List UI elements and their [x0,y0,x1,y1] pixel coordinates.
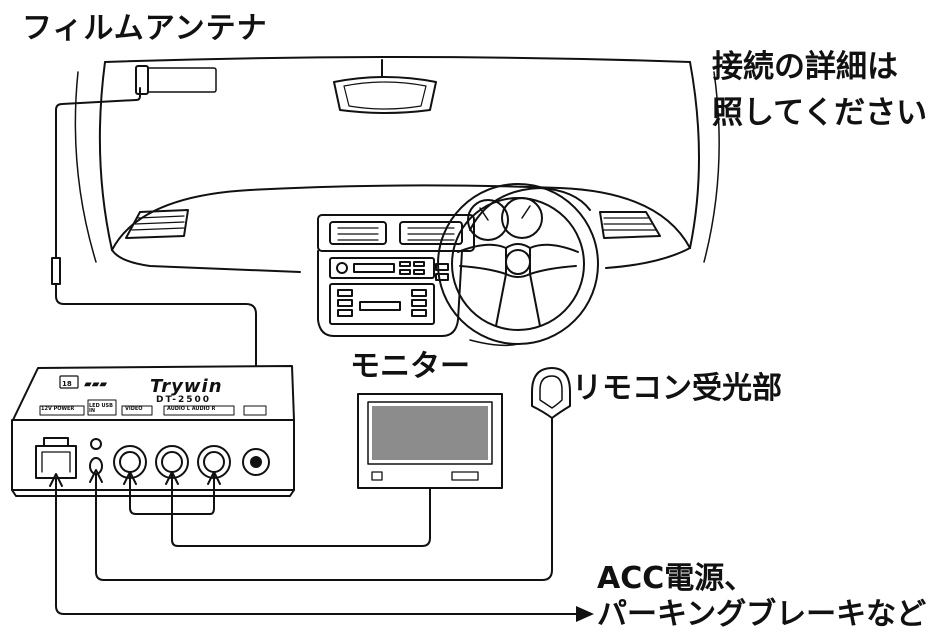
left-vent-icon [125,209,189,239]
remote-receiver-label: リモコン受光部 [572,371,782,406]
port-label-audio: AUDIO L AUDIO R [167,406,216,412]
cable-connector-icon [51,257,61,285]
power-cable [49,473,594,622]
remote-cable [89,427,553,581]
arrow-icon [576,606,594,622]
note-line-2: 照してください [712,95,928,131]
port-label-video: VIDEO [125,406,143,412]
tuner-model: DT-2500 [156,395,212,405]
gauges-icon [467,187,591,241]
port-label-led: LED USB IN [89,403,113,414]
led-icon [90,438,102,450]
rearview-mirror-icon [333,76,437,114]
center-stack-icon [317,250,463,337]
port-label-power: 12V POWER [41,406,75,412]
acc-power-label: ACC電源、 [597,561,755,596]
parking-brake-label: パーキングブレーキなど [597,597,927,632]
svg-text:▰▰▰: ▰▰▰ [84,379,107,390]
power-connector-icon [35,445,77,479]
remote-receiver-icon [531,367,571,429]
film-antenna-label: フィルムアンテナ [22,11,268,46]
svg-text:18: 18 [62,380,72,388]
monitor-icon [357,393,503,489]
tuner-unit [11,365,295,497]
right-vent-icon [599,211,661,239]
monitor-label: モニター [350,349,470,384]
antenna-cable [51,87,263,453]
tuner-branding: 18 ▰▰▰ [62,379,107,390]
car-interior [74,56,720,347]
note-line-1: 接続の詳細は [712,49,898,85]
film-antenna-icon [135,65,149,95]
tuner-brand: Trywin [150,376,223,397]
antenna-jack-icon [242,448,270,476]
av-cables [123,471,431,547]
